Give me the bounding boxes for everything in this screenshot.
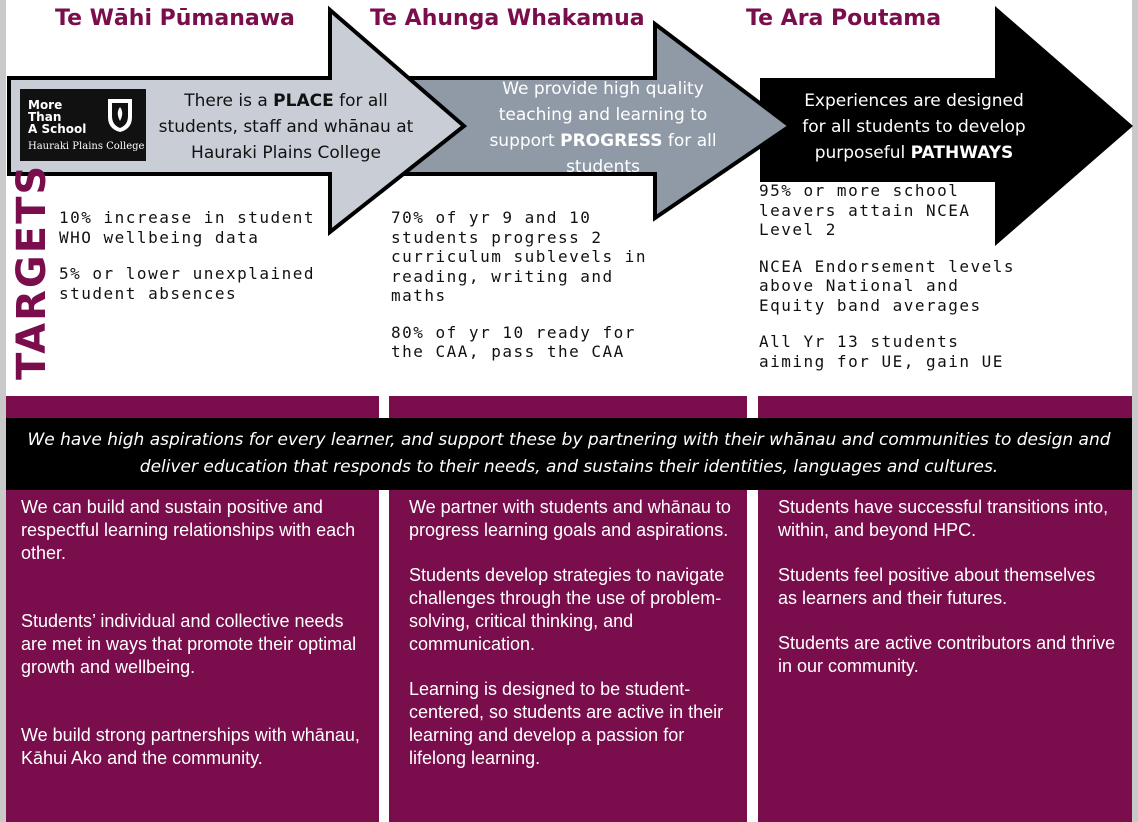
pillar-item: Students’ individual and collective need… — [21, 611, 357, 677]
target-item: 70% of yr 9 and 10 students progress 2 c… — [391, 208, 648, 305]
arrow-place — [7, 5, 468, 237]
pillar-text-1: We can build and sustain positive and re… — [21, 496, 366, 770]
target-item: 80% of yr 10 ready for the CAA, pass the… — [391, 322, 636, 362]
aspiration-banner: We have high aspirations for every learn… — [6, 418, 1132, 490]
heading-te-ara-poutama: Te Ara Poutama — [746, 6, 942, 31]
right-frame — [1132, 0, 1138, 822]
pillar-item: We partner with students and whānau to p… — [409, 497, 731, 540]
arrow-flow-graphic — [7, 5, 1133, 246]
target-item: NCEA Endorsement levels above National a… — [759, 256, 1016, 315]
targets-label: TARGETS — [9, 163, 55, 380]
arrow-text-pathways: Experiences are designed for all student… — [802, 91, 1026, 163]
pillar-item: Students develop strategies to navigate … — [409, 565, 725, 654]
target-item: 95% or more school leavers attain NCEA L… — [759, 181, 971, 239]
arrow-text-progress: We provide high quality teaching and lea… — [489, 79, 717, 177]
target-item: 10% increase in student WHO wellbeing da… — [59, 208, 316, 247]
pillar-item: We build strong partnerships with whānau… — [21, 725, 360, 768]
pillar-item: Students have successful transitions int… — [778, 497, 1109, 540]
targets-column-2: 70% of yr 9 and 10 students progress 2 c… — [391, 208, 656, 379]
school-logo: More Than A School Hauraki Plains Colleg… — [20, 89, 146, 161]
aspiration-text: We have high aspirations for every learn… — [27, 430, 1111, 477]
pillar-text-2: We partner with students and whānau to p… — [409, 496, 739, 770]
targets-column-1: 10% increase in student WHO wellbeing da… — [59, 208, 339, 320]
pillar-text-3: Students have successful transitions int… — [778, 496, 1118, 678]
arrow-pathways — [760, 6, 1133, 246]
target-item: All Yr 13 students aiming for UE, gain U… — [759, 332, 1004, 371]
logo-line-3: A School — [28, 122, 87, 136]
place-keyword: PLACE — [273, 91, 334, 111]
progress-keyword: PROGRESS — [560, 131, 663, 151]
logo-line-1: More — [28, 98, 63, 112]
arrow-text-place: There is a PLACE for all students, staff… — [158, 91, 414, 163]
pillar-item: We can build and sustain positive and re… — [21, 497, 356, 563]
pillar-item: Learning is designed to be student-cente… — [409, 679, 724, 768]
target-item: 5% or lower unexplained student absences — [59, 264, 316, 303]
heading-te-ahunga-whakamua: Te Ahunga Whakamua — [370, 6, 645, 31]
targets-column-3: 95% or more school leavers attain NCEA L… — [759, 181, 1029, 388]
pathways-keyword: PATHWAYS — [910, 143, 1014, 163]
logo-subtitle: Hauraki Plains College — [28, 141, 145, 152]
pillar-item: Students feel positive about themselves … — [778, 565, 1096, 608]
heading-te-wahi-pumanawa: Te Wāhi Pūmanawa — [55, 6, 295, 31]
crest-icon — [108, 99, 132, 132]
pillar-item: Students are active contributors and thr… — [778, 633, 1116, 676]
left-frame — [0, 0, 6, 822]
arrow-progress — [398, 19, 794, 222]
logo-line-2: Than — [28, 110, 62, 124]
